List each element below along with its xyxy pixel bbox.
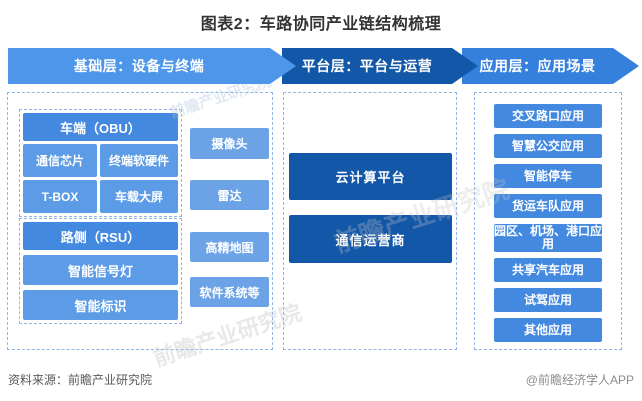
- obu-cell: 车载大屏: [100, 180, 178, 213]
- layer-banner-application-label: 应用层：应用场景: [479, 58, 596, 74]
- section-application: 交叉路口应用 智慧公交应用 智能停车 货运车队应用 园区、机场、港口应用 共享汽…: [474, 92, 622, 350]
- section-foundation: 车端（OBU） 通信芯片 终端软硬件 T-BOX 车载大屏 路侧（RSU） 智能…: [7, 92, 273, 350]
- rsu-item: 智能标识: [23, 290, 178, 320]
- obu-grid: 通信芯片 终端软硬件 T-BOX 车载大屏: [23, 144, 178, 213]
- obu-group-header: 车端（OBU）: [23, 113, 178, 141]
- application-box: 智能停车: [494, 164, 602, 188]
- platform-box: 云计算平台: [289, 153, 452, 200]
- application-box: 试驾应用: [494, 288, 602, 312]
- credit-note: @前瞻经济学人APP: [525, 373, 634, 387]
- application-box: 共享汽车应用: [494, 258, 602, 282]
- application-box: 交叉路口应用: [494, 104, 602, 128]
- obu-cell: 通信芯片: [23, 144, 97, 177]
- source-note: 资料来源：前瞻产业研究院: [8, 373, 153, 387]
- obu-group: 车端（OBU） 通信芯片 终端软硬件 T-BOX 车载大屏: [19, 109, 182, 217]
- device-box: 雷达: [190, 180, 269, 210]
- rsu-item: 智能信号灯: [23, 255, 178, 285]
- application-box: 其他应用: [494, 318, 602, 342]
- layer-banner-platform: 平台层：平台与运营: [282, 48, 478, 84]
- platform-box: 通信运营商: [289, 215, 452, 263]
- application-box: 智慧公交应用: [494, 134, 602, 158]
- page-title: 图表2：车路协同产业链结构梳理: [200, 16, 442, 33]
- layer-banner-platform-label: 平台层：平台与运营: [301, 58, 433, 74]
- layer-banner-foundation: 基础层：设备与终端: [8, 48, 296, 84]
- layer-banner-application: 应用层：应用场景: [462, 48, 639, 84]
- obu-cell: 终端软硬件: [100, 144, 178, 177]
- rsu-group-header: 路侧（RSU）: [23, 222, 178, 250]
- device-box: 摄像头: [190, 128, 269, 159]
- obu-cell: T-BOX: [23, 180, 97, 213]
- device-box: 高精地图: [190, 232, 269, 262]
- section-platform: 云计算平台 通信运营商: [283, 92, 457, 350]
- application-box: 园区、机场、港口应用: [494, 224, 603, 252]
- application-box: 货运车队应用: [494, 194, 602, 218]
- rsu-group: 路侧（RSU） 智能信号灯 智能标识: [19, 218, 182, 324]
- layer-banner-foundation-label: 基础层：设备与终端: [73, 58, 205, 74]
- device-box: 软件系统等: [190, 277, 269, 307]
